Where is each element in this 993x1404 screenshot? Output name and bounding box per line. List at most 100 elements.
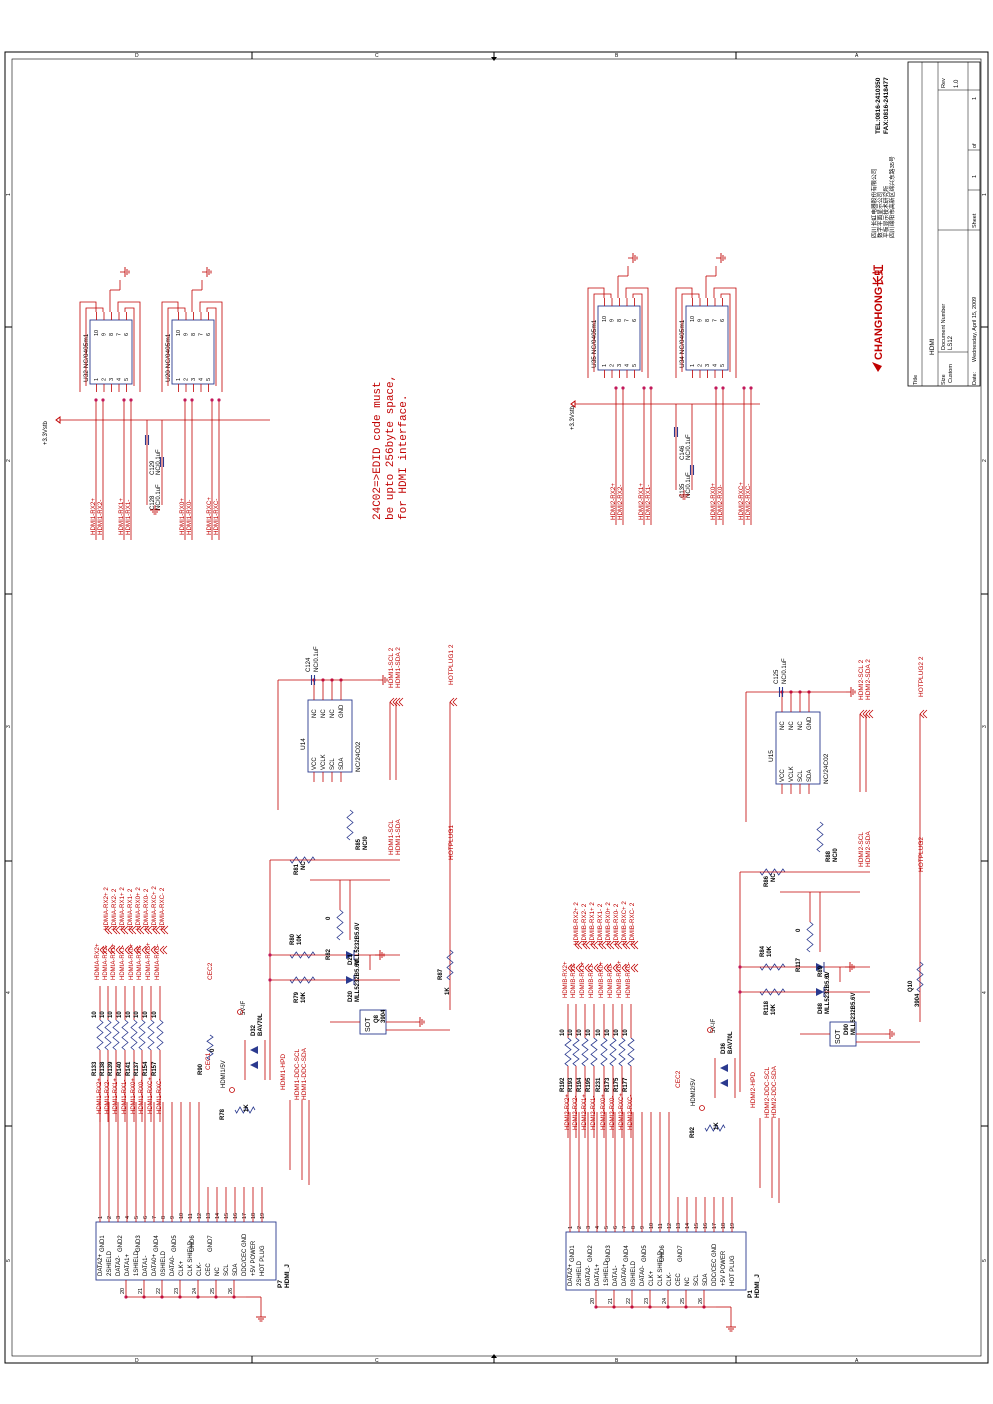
svg-text:GND7: GND7 — [678, 1245, 684, 1262]
cap-ref: C129 — [150, 460, 156, 475]
net-label-5vif: 5V-IF — [711, 1018, 717, 1033]
svg-text:HDMIA-RX0+: HDMIA-RX0+ — [129, 943, 135, 980]
svg-text:6: 6 — [613, 1226, 619, 1229]
svg-text:HDMI2-RXC-: HDMI2-RXC- — [628, 1095, 634, 1130]
diode-value: MLL5232B5.6V — [355, 960, 361, 1002]
off-page-HDMIB-RXC- — [630, 963, 639, 973]
res-ref: R192 — [560, 1077, 566, 1092]
connector-gnd-pin: GND3 — [136, 1235, 142, 1252]
net-label-hdmib: HDMIB-RX1+ 2 — [589, 902, 596, 945]
zener-diode-d21 — [346, 951, 354, 959]
svg-text:HDMI2-SCL 2: HDMI2-SCL 2 — [858, 659, 865, 700]
svg-text:U32 NC/0405m1: U32 NC/0405m1 — [83, 333, 90, 382]
ground-symbol — [378, 675, 388, 685]
svg-text:GND: GND — [339, 704, 345, 718]
net-label-hotplug: HOTPLUG2 2 — [918, 656, 925, 697]
svg-text:D21: D21 — [348, 953, 354, 965]
svg-text:HDMI2-RX0-: HDMI2-RX0- — [610, 1096, 616, 1130]
svg-text:HDMI2-RX1+: HDMI2-RX1+ — [582, 1094, 588, 1130]
net-label-sda: HDMI1-SDA — [395, 819, 402, 855]
connector-gnd-pin: GND2 — [118, 1235, 124, 1252]
svg-text:HDMI2-RX2+: HDMI2-RX2+ — [610, 483, 617, 520]
net-label-hdmib: HDMIB-RXC- 2 — [629, 902, 636, 945]
svg-text:GND7: GND7 — [208, 1235, 214, 1252]
eeprom-u15-part: NC/24C02 — [823, 753, 830, 784]
svg-text:SDA: SDA — [339, 758, 345, 770]
net-label-5v: HDMI1/5V — [221, 1060, 227, 1088]
pin-number: 8 — [191, 333, 197, 336]
svg-text:7: 7 — [152, 1216, 158, 1219]
cap-ref: C146 — [680, 445, 686, 460]
res-ref: R118 — [764, 1000, 770, 1015]
border-mark: D — [135, 1358, 139, 1364]
connector-pin-label: SDA — [233, 1264, 239, 1276]
connector-pin-number: 6 — [143, 1216, 149, 1219]
junction-dot — [749, 386, 753, 390]
svg-text:HDMI1-RX1+: HDMI1-RX1+ — [118, 498, 125, 535]
off-page-HDMIB-RX0+ — [606, 940, 615, 950]
svg-text:P1: P1 — [747, 1290, 754, 1298]
svg-text:10: 10 — [92, 1011, 98, 1018]
off-page-HDMIA-RX1- — [128, 925, 137, 935]
svg-text:SDA: SDA — [807, 770, 813, 782]
svg-text:NC/0.1uF: NC/0.1uF — [686, 472, 692, 498]
pin-number: 9 — [184, 333, 190, 336]
pin-number: 2 — [698, 364, 704, 367]
connector-pin-label: DATA2+ — [98, 1254, 104, 1276]
svg-text:7: 7 — [199, 333, 205, 336]
svg-text:HDMI1-RXC+: HDMI1-RXC+ — [148, 1077, 154, 1114]
res-value: 10 — [586, 1029, 592, 1036]
svg-text:R141: R141 — [126, 1061, 132, 1076]
connector-pin-number: 11 — [188, 1213, 194, 1219]
connector-pin-number: 9 — [170, 1216, 176, 1219]
svg-text:HDMIA-RX1+ 2: HDMIA-RX1+ 2 — [119, 887, 126, 930]
svg-text:HDMIB-RX1+: HDMIB-RX1+ — [580, 961, 586, 998]
svg-text:0: 0 — [796, 928, 802, 932]
eeprom-u14-part: NC/24C02 — [355, 741, 362, 772]
resistor-r90 — [206, 1034, 214, 1061]
junction-dot — [642, 386, 646, 390]
svg-text:10: 10 — [649, 1223, 655, 1229]
connector-pin-number: 24 — [192, 1288, 198, 1294]
svg-text:HDMI1-SCL 2: HDMI1-SCL 2 — [388, 647, 395, 688]
ground-symbol — [628, 253, 638, 263]
svg-text:10: 10 — [108, 1011, 114, 1018]
loop-wire — [587, 287, 605, 378]
svg-text:MLL5232B5.6V: MLL5232B5.6V — [355, 923, 361, 965]
svg-text:MLL5232B5.6V: MLL5232B5.6V — [355, 960, 361, 1002]
resistor-r87 — [446, 949, 454, 981]
svg-text:HDMI1-SDA 2: HDMI1-SDA 2 — [395, 647, 402, 688]
capacitor-c146 — [673, 427, 679, 437]
net-label-series-out: HDMIB-RX0+ — [599, 961, 605, 998]
net-label-hotplug: HOTPLUG1 2 — [448, 644, 455, 685]
svg-text:P7: P7 — [277, 1280, 284, 1288]
cap-ref: C124 — [306, 657, 312, 672]
svg-text:1: 1 — [176, 378, 182, 381]
svg-text:HDMI2-RX1-: HDMI2-RX1- — [645, 485, 652, 520]
svg-text:4: 4 — [125, 1216, 131, 1219]
svg-text:1: 1 — [94, 378, 100, 381]
svg-text:HOT PLUG: HOT PLUG — [260, 1245, 266, 1276]
svg-text:HDMI1-RX0+: HDMI1-RX0+ — [131, 1078, 137, 1114]
svg-text:GND5: GND5 — [642, 1245, 648, 1262]
resistor-r154 — [147, 1019, 155, 1051]
connector-pin-number: 3 — [586, 1226, 592, 1229]
off-page-HDMIA-RXC- — [159, 945, 168, 955]
ground-symbol — [415, 1017, 425, 1027]
connector-pin-number: 2 — [577, 1226, 583, 1229]
package-label: SOT — [365, 1017, 372, 1032]
res-value: 10 — [152, 1011, 158, 1018]
connector-pin-number: 7 — [152, 1216, 158, 1219]
res-value: 1K — [244, 1104, 250, 1112]
net-label-hdmia: HDMIA-RX2- 2 — [111, 888, 118, 930]
loop-wire — [117, 301, 141, 392]
svg-text:HDMIB-RXC+: HDMIB-RXC+ — [617, 960, 623, 998]
svg-text:HOTPLUG1 2: HOTPLUG1 2 — [448, 644, 455, 685]
svg-text:HDMI2-RXC-: HDMI2-RXC- — [745, 484, 752, 520]
connector-gnd-pin: GND5 — [172, 1235, 178, 1252]
connector-pin-number: 14 — [685, 1223, 691, 1229]
svg-text:10: 10 — [602, 316, 608, 322]
pin-number: 2 — [610, 364, 616, 367]
off-page-HDMIA-RX2- — [107, 945, 116, 955]
net-label-hotplug: HOTPLUG1 — [448, 825, 455, 860]
